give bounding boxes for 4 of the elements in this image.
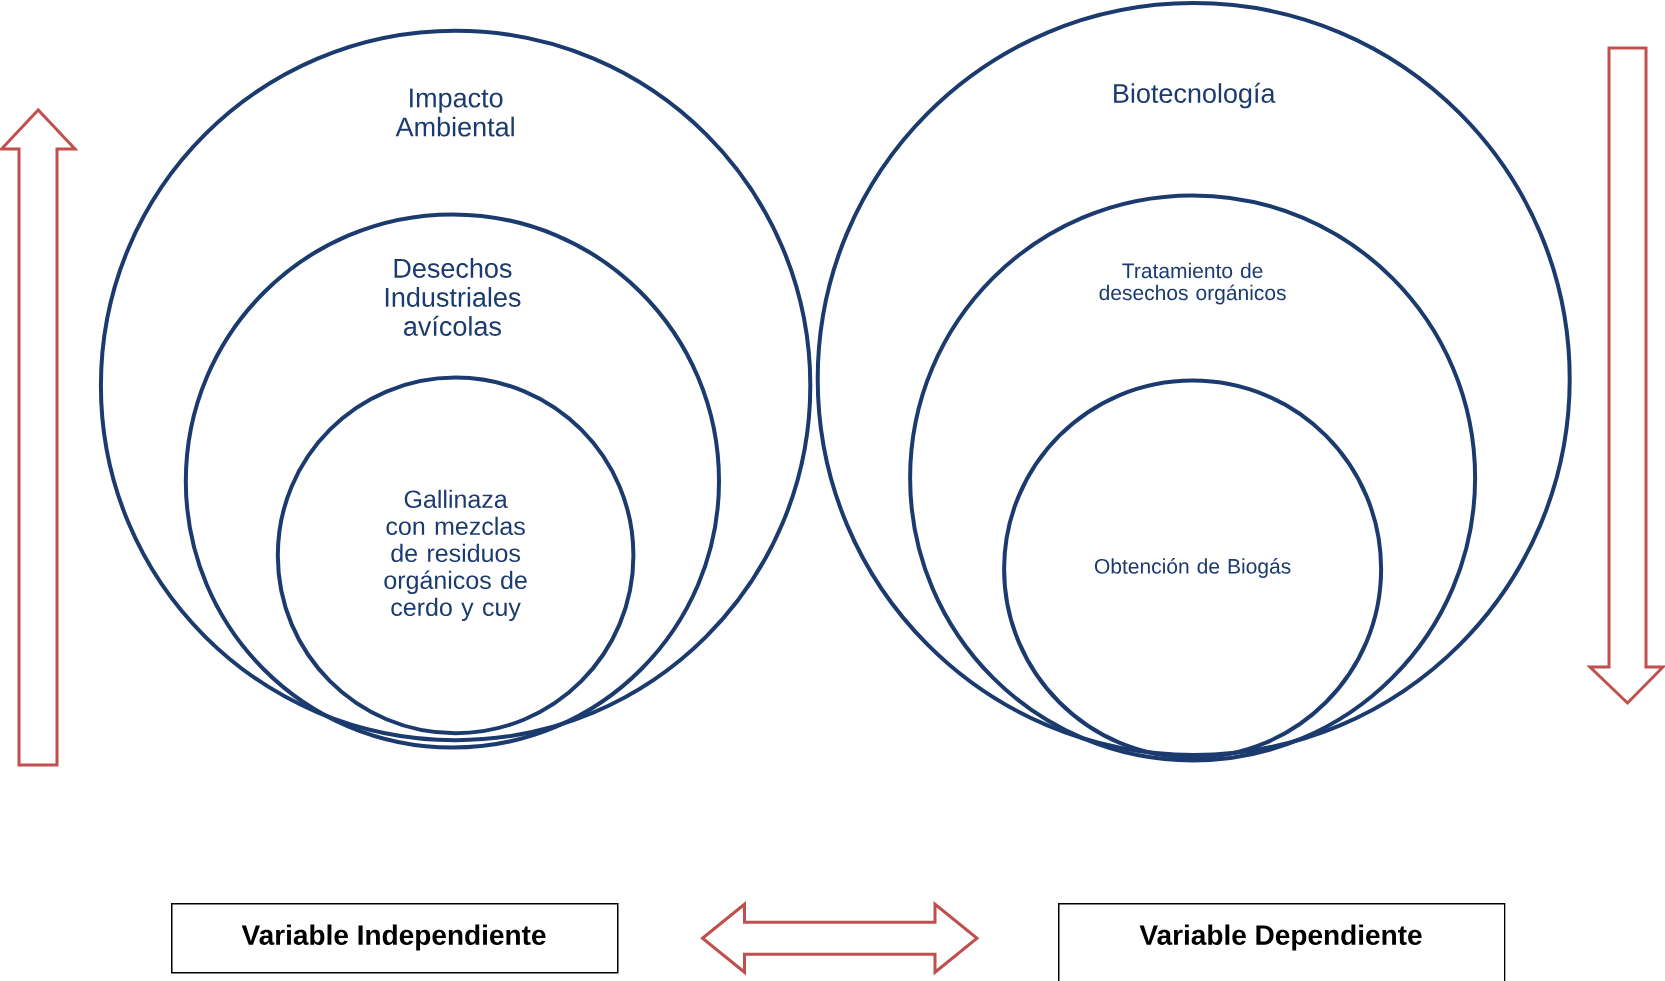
- variable-box: Variable Independiente: [171, 903, 619, 974]
- variable-box: Variable Dependiente: [1058, 903, 1506, 981]
- circle-node: Obtención de Biogás: [1002, 378, 1384, 760]
- circle-node: Gallinaza con mezclas de residuos orgánicos de cerdo y cuy: [275, 375, 636, 736]
